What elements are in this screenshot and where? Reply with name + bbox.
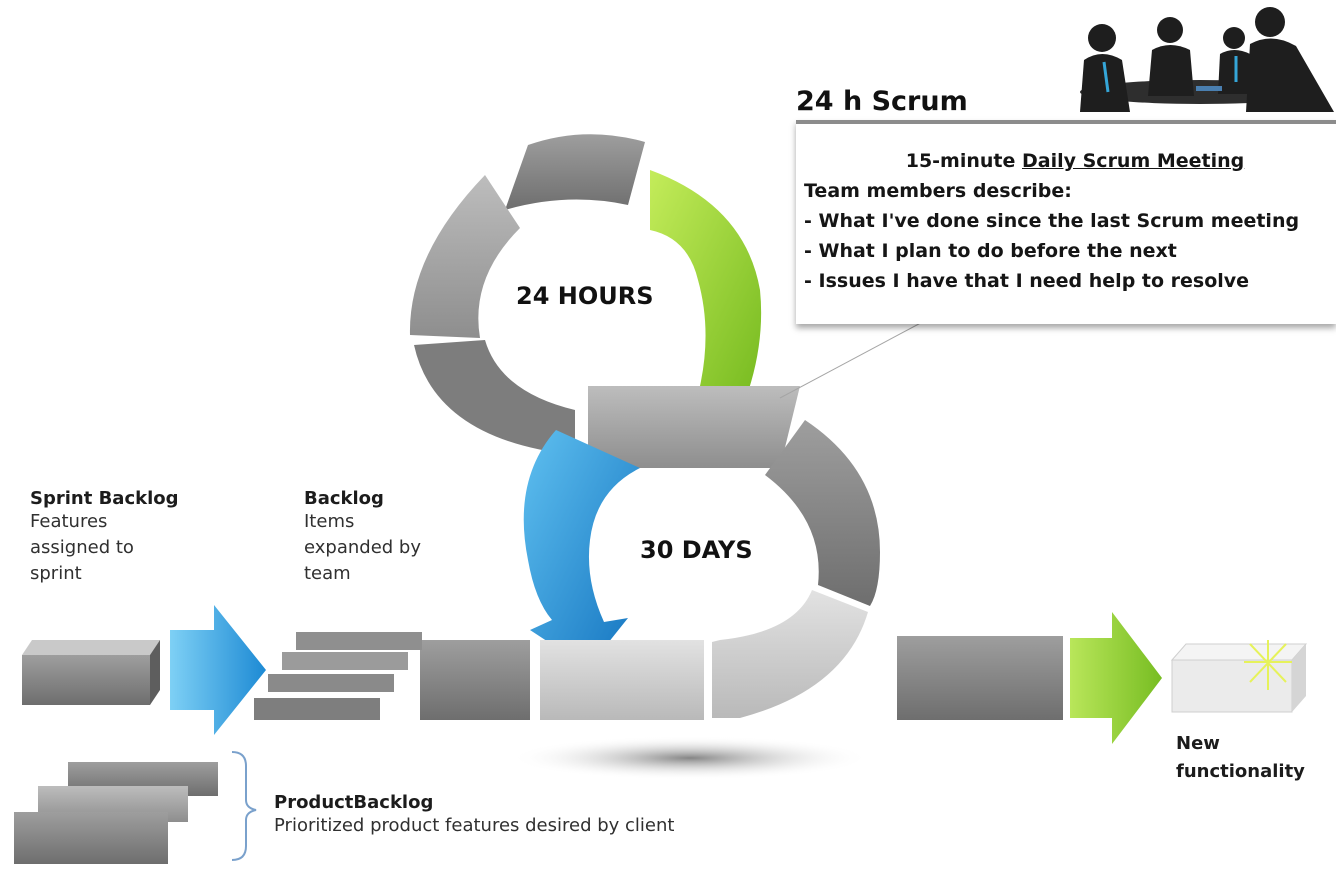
product-backlog-description: Prioritized product features desired by …	[274, 815, 675, 836]
meeting-point: - Issues I have that I need help to reso…	[804, 270, 1250, 292]
scrum-callout-box: 15-minute Daily Scrum Meeting Team membe…	[796, 120, 1336, 324]
meeting-intro: Team members describe:	[804, 180, 1072, 202]
pipeline-segment	[897, 636, 1063, 720]
sprint-backlog-line: Features	[30, 511, 108, 532]
team-meeting-picture	[1072, 7, 1334, 114]
scrum-callout-title: 24 h Scrum	[796, 86, 968, 117]
sprint-backlog-title: Sprint Backlog	[30, 488, 179, 509]
new-functionality-label: New functionality	[1176, 730, 1305, 786]
callout-pointer	[779, 317, 931, 399]
sprint-cycle-ring	[712, 420, 880, 718]
floor-shadow	[510, 736, 870, 780]
meeting-point: - What I plan to do before the next	[804, 240, 1177, 262]
sprint-ring-segment	[765, 420, 880, 606]
backlog-stack	[254, 632, 422, 720]
daily-cycle-label: 24 HOURS	[516, 282, 654, 310]
backlog-line: team	[304, 563, 351, 584]
daily-ring-segment	[409, 175, 520, 338]
product-backlog-stack	[14, 762, 218, 864]
backlog-line: expanded by	[304, 537, 421, 558]
sparkle-icon	[1244, 640, 1292, 690]
sprint-cycle-label: 30 DAYS	[640, 536, 753, 564]
backlog-title: Backlog	[304, 488, 384, 509]
daily-ring-segment	[414, 340, 575, 455]
green-output-arrow	[1070, 612, 1162, 744]
sprint-backlog-label: Sprint Backlog Features assigned to spri…	[30, 488, 179, 587]
sprint-ring-segment	[712, 590, 868, 718]
daily-cycle-ring	[409, 134, 645, 455]
blue-input-arrow	[170, 605, 266, 735]
meeting-point: - What I've done since the last Scrum me…	[804, 210, 1300, 232]
sprint-backlog-line: sprint	[30, 563, 82, 584]
meeting-prefix: 15-minute	[905, 150, 1022, 172]
pipeline	[420, 636, 1063, 720]
pipeline-segment	[540, 640, 704, 720]
meeting-name: Daily Scrum Meeting	[1022, 150, 1245, 172]
product-backlog-bracket	[231, 751, 257, 861]
sprint-backlog-line: assigned to	[30, 537, 134, 558]
product-backlog-title: ProductBacklog	[274, 792, 434, 813]
product-backlog-label: ProductBacklog Prioritized product featu…	[274, 792, 674, 839]
meeting-line: 15-minute Daily Scrum Meeting	[796, 146, 1336, 176]
new-functionality-line: New	[1176, 733, 1220, 754]
new-functionality-block	[1170, 640, 1308, 713]
blue-cycle-arrow	[523, 430, 640, 668]
pipeline-segment	[420, 640, 530, 720]
backlog-line: Items	[304, 511, 355, 532]
daily-ring-segment	[505, 134, 645, 210]
sprint-backlog-block	[22, 640, 160, 705]
backlog-label: Backlog Items expanded by team	[304, 488, 421, 587]
connector-bar	[588, 386, 800, 468]
green-cycle-arrow	[650, 170, 770, 422]
new-functionality-line: functionality	[1176, 761, 1305, 782]
